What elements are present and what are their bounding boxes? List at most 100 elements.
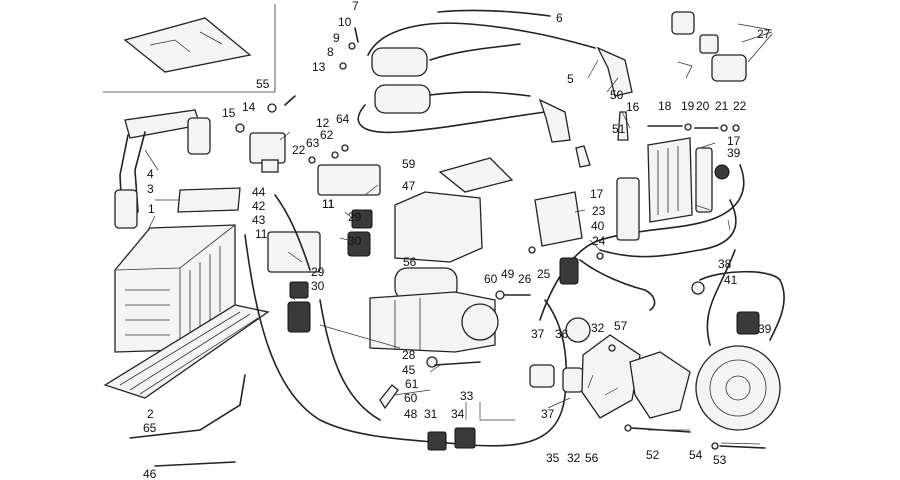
horn	[534, 191, 583, 247]
callout-labels: 1 2 3 4 5 6 7 8 9 10 11 11 11 12 13 14 1…	[143, 0, 772, 480]
callout-label: 60	[484, 272, 498, 286]
callout-label: 12	[316, 116, 330, 130]
callout-label: 43	[252, 213, 266, 227]
plug-cap	[596, 46, 633, 97]
bolt-61	[434, 361, 481, 366]
connector-34	[454, 427, 476, 449]
callout-label: 63	[306, 136, 320, 150]
battery	[114, 224, 236, 353]
connector-30	[347, 231, 371, 257]
callout-label: 45	[402, 363, 416, 377]
battery-cover	[177, 187, 241, 213]
callout-label: 49	[501, 267, 515, 281]
callout-label: 19	[681, 99, 695, 113]
callout-label: 10	[338, 15, 352, 29]
callout-label: 16	[626, 100, 640, 114]
callout-label: 23	[592, 204, 606, 218]
callout-label: 37	[541, 407, 555, 421]
callout-label: 57	[614, 319, 628, 333]
callout-label: 44	[252, 185, 266, 199]
callout-label: 31	[424, 407, 438, 421]
callout-label: 37	[531, 327, 545, 341]
callout-label: 54	[689, 448, 703, 462]
battery-tray	[103, 304, 270, 399]
connector-29	[351, 209, 373, 229]
callout-label: 42	[252, 199, 266, 213]
callout-label: 26	[518, 272, 532, 286]
callout-label: 59	[402, 157, 416, 171]
regulator	[317, 164, 381, 196]
callout-label: 28	[402, 348, 416, 362]
callout-label: 29	[348, 210, 362, 224]
callout-label: 22	[733, 99, 747, 113]
callout-label: 29	[311, 265, 325, 279]
electrical-cover	[394, 191, 483, 263]
battery-cable	[129, 374, 246, 439]
callout-label: 15	[222, 106, 236, 120]
ground-strap	[154, 461, 236, 467]
callout-label: 39	[727, 146, 741, 160]
callout-label: 52	[646, 448, 660, 462]
alternator-components	[529, 317, 781, 431]
callout-label: 56	[585, 451, 599, 465]
callout-label: 4	[147, 167, 154, 181]
callout-label: 41	[724, 273, 738, 287]
callout-label: 36	[555, 327, 569, 341]
ht-lead-6	[437, 9, 551, 17]
callout-label: 34	[451, 407, 465, 421]
small-fasteners	[235, 27, 616, 352]
connector-31	[427, 431, 447, 451]
callout-label: 11	[255, 227, 268, 241]
callout-label: 50	[610, 88, 624, 102]
callout-label: 38	[718, 257, 732, 271]
callout-label: 46	[143, 467, 157, 480]
callout-label: 17	[727, 134, 741, 148]
callout-label: 64	[336, 112, 350, 126]
starter-motor	[369, 267, 499, 353]
callout-label: 5	[567, 72, 574, 86]
callout-label: 53	[713, 453, 727, 467]
callout-label: 18	[658, 99, 672, 113]
callout-label: 39	[758, 322, 772, 336]
callout-label: 32	[591, 321, 605, 335]
relay	[249, 132, 286, 164]
callout-label: 24	[592, 234, 606, 248]
callout-label: 25	[537, 267, 551, 281]
callout-label: 55	[256, 77, 270, 91]
callout-label: 61	[405, 377, 419, 391]
callout-label: 33	[460, 389, 474, 403]
callout-label: 8	[327, 45, 334, 59]
callout-label: 32	[567, 451, 581, 465]
callout-label: 9	[333, 31, 340, 45]
callout-label: 30	[311, 279, 325, 293]
small-parts-kit	[438, 157, 514, 193]
callout-label: 65	[143, 421, 157, 435]
callout-label: 3	[147, 182, 154, 196]
part-39	[714, 164, 730, 180]
callout-label: 30	[348, 234, 362, 248]
callout-label: 51	[612, 122, 626, 136]
fuse-box	[616, 137, 713, 241]
callout-label: 13	[312, 60, 326, 74]
callout-label: 60	[404, 391, 418, 405]
callout-label: 20	[696, 99, 710, 113]
part-39-lower	[736, 311, 760, 335]
callout-label: 14	[242, 100, 256, 114]
callout-label: 11	[322, 197, 335, 211]
callout-label: 56	[403, 255, 417, 269]
plug-cap-lower	[538, 98, 571, 143]
callout-label: 21	[715, 99, 729, 113]
callout-label: 17	[590, 187, 604, 201]
ignition-coil-lower	[357, 84, 546, 134]
ignition-switch	[671, 11, 773, 82]
callout-label: 2	[147, 407, 154, 421]
callout-label: 35	[546, 451, 560, 465]
callout-label: 48	[404, 407, 418, 421]
inset-frame	[103, 4, 276, 93]
callout-label: 6	[556, 11, 563, 25]
callout-label: 22	[292, 143, 306, 157]
callout-label: 27	[757, 27, 771, 41]
ignition-coil-upper	[367, 22, 596, 77]
